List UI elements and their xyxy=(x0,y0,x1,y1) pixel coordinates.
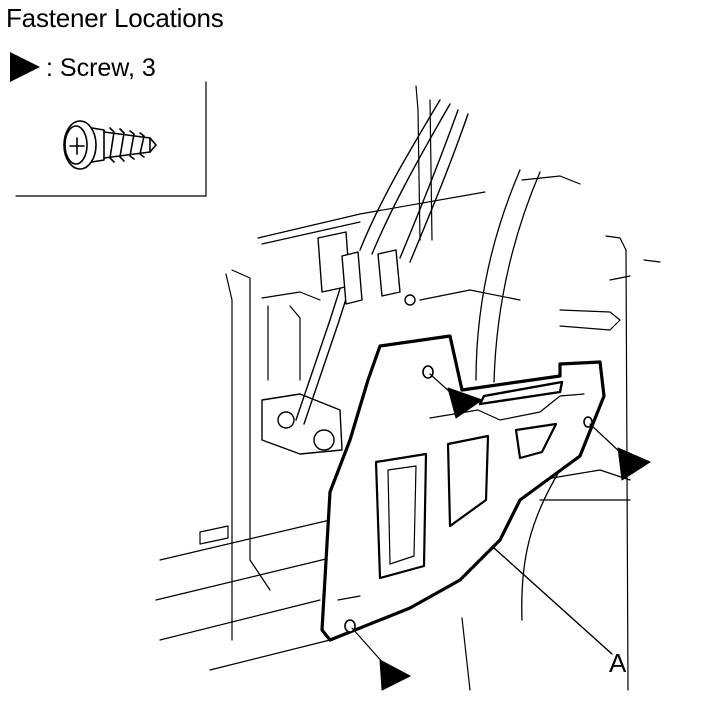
linkage-bracket xyxy=(261,393,343,455)
callout-a-label: A xyxy=(609,648,627,678)
door-frame-arc xyxy=(475,169,561,621)
page-title: Fastener Locations xyxy=(6,3,224,33)
legend-separator: : xyxy=(46,54,53,82)
screw-marker-leader xyxy=(351,373,623,665)
door-panel-outline xyxy=(155,85,661,691)
callout-a-leader xyxy=(493,547,613,655)
cable-clip xyxy=(317,231,416,306)
screw-marker-icon xyxy=(10,52,40,82)
screw-hole xyxy=(344,365,593,633)
screw-icon xyxy=(63,120,157,170)
screw-location-marker xyxy=(379,387,651,691)
part-a-plate xyxy=(320,334,606,642)
screw-inset-frame xyxy=(15,81,207,197)
fastener-legend: : Screw, 3 xyxy=(10,52,156,83)
legend-label: Screw, 3 xyxy=(59,54,156,82)
